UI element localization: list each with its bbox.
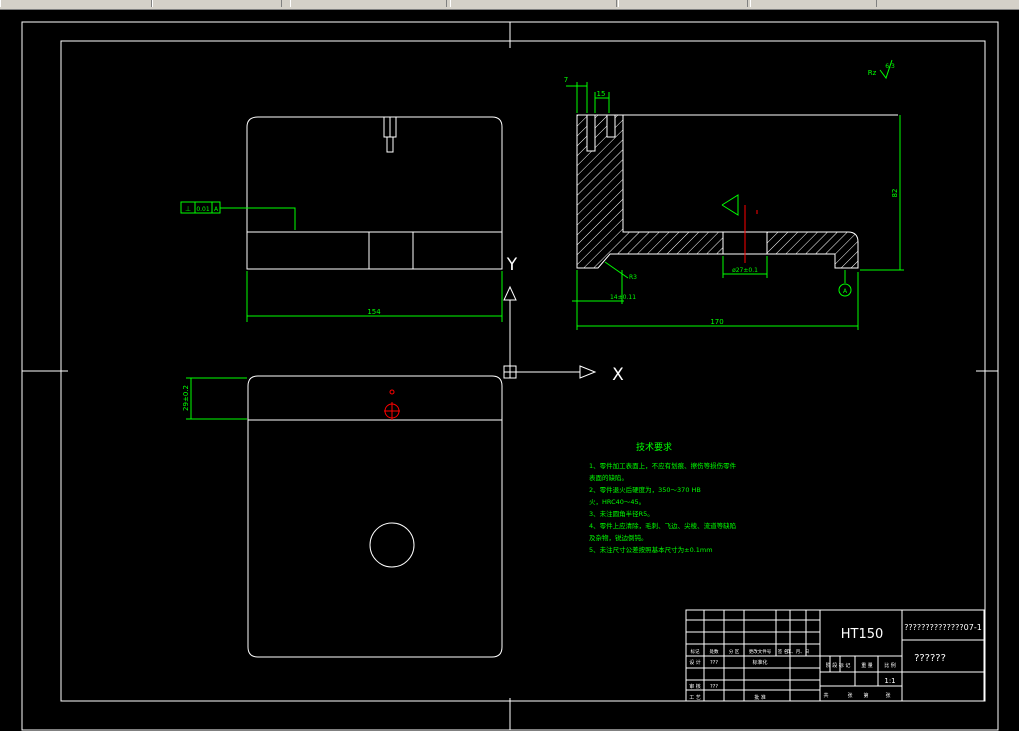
note-line: 3、未注圆角半径R5。	[589, 509, 654, 518]
dimension-15: 15	[597, 90, 606, 98]
title-stage-cell: 阶 段 标 记	[826, 662, 851, 669]
dimension-7: 7	[564, 76, 568, 84]
title-scale: 1:1	[884, 677, 895, 685]
toolbar-segment[interactable]	[750, 0, 877, 7]
axis-x-label: X	[612, 365, 624, 385]
dimension-r3: R3	[629, 274, 637, 281]
title-review-label: 审 核	[689, 683, 701, 690]
title-sheet-cell: 张	[847, 692, 852, 699]
note-line: 4、零件上应清除，毛刺、飞边、尖棱、流道等缺陷	[589, 521, 736, 530]
title-sheet-cell: 张	[885, 692, 890, 699]
front-view	[246, 116, 503, 270]
title-stage-headers: 阶 段 标 记重 量比 例	[826, 662, 896, 669]
title-block	[685, 609, 985, 702]
note-line: 1、零件加工表面上，不应有划痕、擦伤等损伤零件	[589, 461, 737, 470]
toolbar-segment[interactable]	[0, 0, 152, 7]
title-part-name: ??????	[914, 653, 946, 664]
top-view	[247, 375, 503, 658]
dimension-154: 154	[367, 308, 381, 316]
title-row1-cell: 处数	[710, 648, 719, 655]
toolbar-segment[interactable]	[152, 0, 282, 7]
dimension-29: 29±0.2	[182, 385, 190, 411]
note-line: 2、零件退火后硬度为，350～370 HB	[589, 485, 701, 494]
roughness-value: 6.3	[885, 63, 895, 70]
notes-title: 技术要求	[636, 441, 672, 453]
title-material: HT150	[841, 627, 884, 642]
title-approve-label: 批 准	[754, 694, 766, 701]
note-line: 5、未注尺寸公差按照基本尺寸为±0.1mm	[589, 545, 713, 554]
axis-y-label: Y	[506, 255, 518, 275]
title-row1: 标记 处数 分 区 更改文件号签 名年、月、日	[691, 648, 810, 655]
window-toolbar-strip	[0, 0, 1019, 10]
dimension-82: 82	[891, 189, 899, 198]
toolbar-segment[interactable]	[290, 0, 447, 7]
title-sheet-cell: 共	[823, 692, 828, 699]
title-drawing-no: ??????????????07-1	[904, 623, 982, 632]
datum-a-label: A	[843, 288, 848, 295]
flatness-symbol: ⊥	[185, 205, 191, 213]
top-view-dimensions	[186, 377, 247, 420]
title-row1-cell: 更改文件号	[749, 648, 772, 655]
note-line: 及杂物，锐边倒钝。	[589, 533, 648, 542]
dimension-170: 170	[710, 318, 723, 326]
title-sheet-row: 共张第张	[823, 692, 890, 699]
title-design-name: ???	[710, 660, 718, 666]
toolbar-segment[interactable]	[450, 0, 617, 7]
note-line: 火，HRC40～45。	[589, 498, 645, 506]
toolbar-segment[interactable]	[618, 0, 748, 7]
flatness-datum: A	[214, 206, 219, 213]
cad-drawing-canvas[interactable]: 154 ⊥ 0.01 A Y X 29±0.2	[0, 9, 1019, 731]
dimension-27: ø27±0.1	[732, 267, 758, 274]
title-design-label: 设 计	[689, 659, 701, 666]
title-stage-cell: 比 例	[884, 662, 896, 669]
drawing-border	[21, 21, 999, 731]
ucs-icon	[503, 285, 597, 379]
title-row1-cell: 签 名	[778, 648, 788, 655]
roughness-label: Rz	[868, 69, 877, 77]
flatness-value: 0.01	[196, 206, 210, 213]
section-view	[576, 114, 898, 269]
title-process-label: 工 艺	[689, 695, 701, 701]
front-view-dimensions	[180, 201, 503, 322]
title-stage-cell: 重 量	[861, 662, 873, 669]
dimension-14: 14±0.11	[610, 294, 636, 301]
top-view-hole	[384, 389, 400, 420]
title-row1-cell: 年、月、日	[787, 648, 810, 655]
title-sheet-cell: 第	[863, 692, 868, 699]
section-view-dimensions	[566, 59, 904, 330]
title-std-label: 标准化	[752, 659, 767, 666]
note-line: 表面的缺陷。	[589, 473, 628, 482]
title-row1-cell: 分 区	[729, 648, 740, 655]
title-row1-cell: 标记	[691, 648, 700, 655]
title-review-name: ???	[710, 684, 718, 690]
